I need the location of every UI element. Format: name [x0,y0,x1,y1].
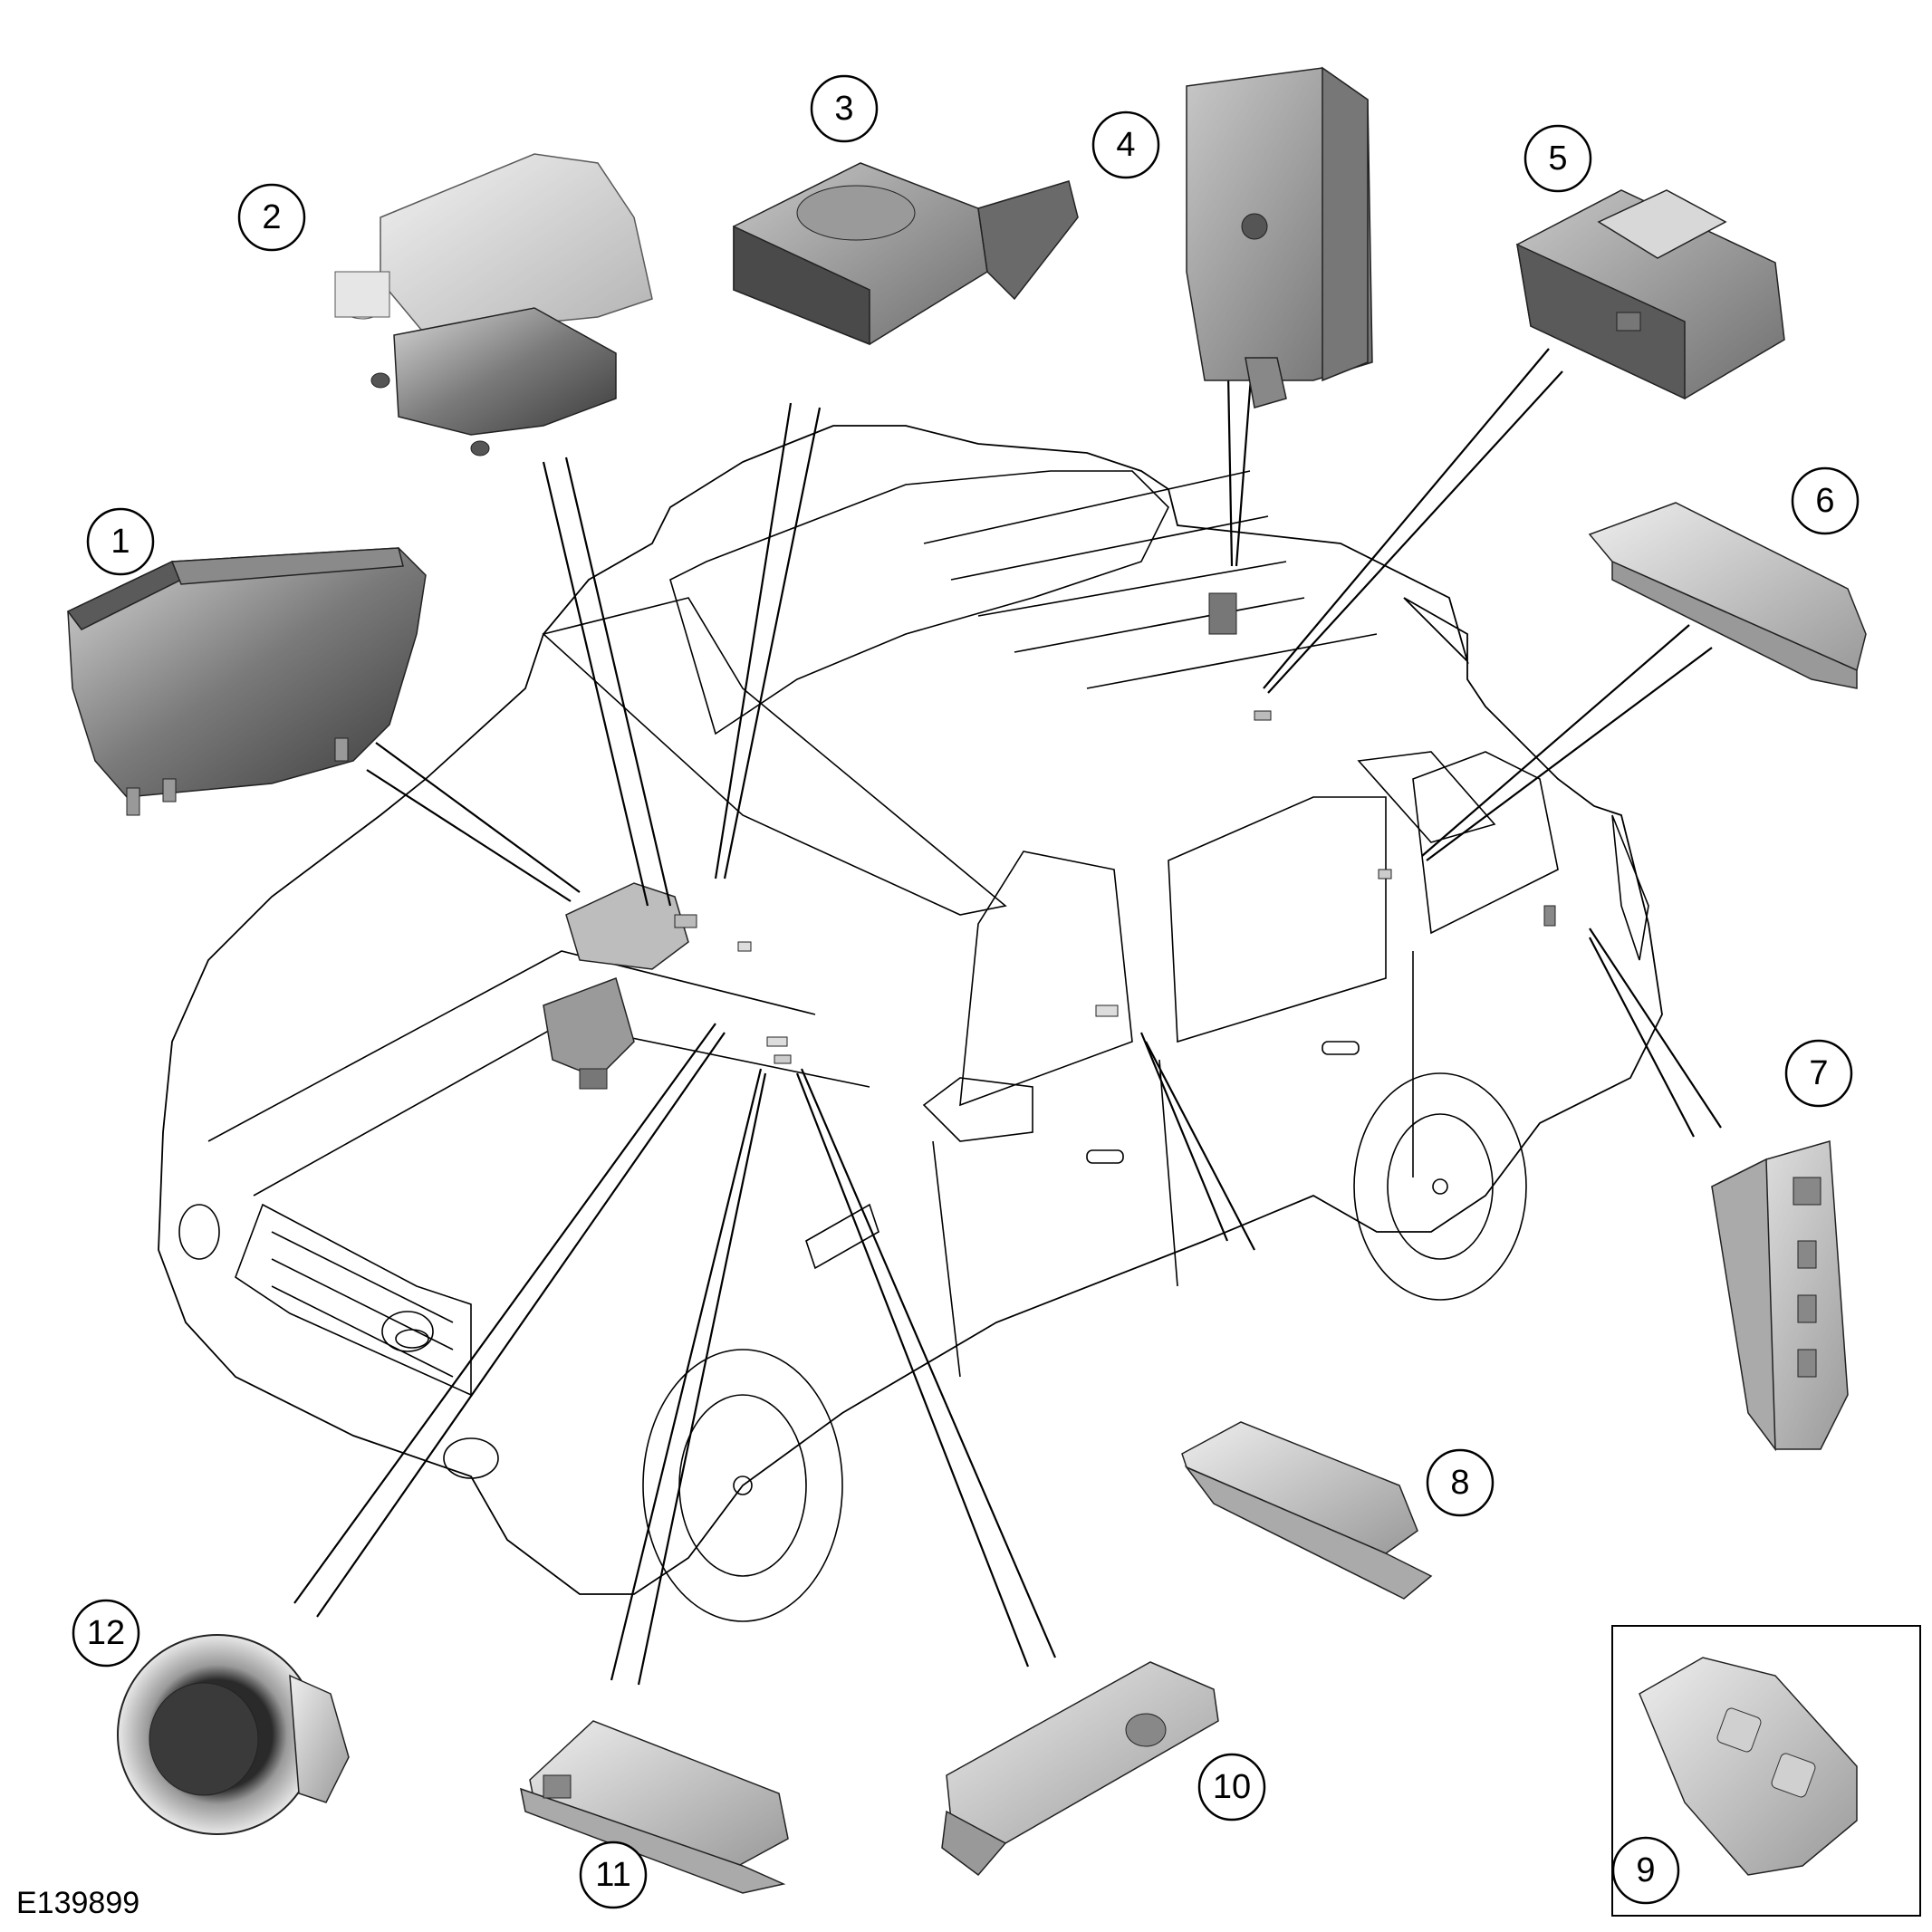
callout-8-label: 8 [1450,1464,1469,1502]
callout-5-label: 5 [1548,139,1567,178]
callout-7-label: 7 [1809,1054,1828,1092]
callout-9-label: 9 [1636,1851,1655,1889]
callout-11: 11 [579,1841,648,1909]
component-6-antenna [1588,502,1867,689]
callout-12-label: 12 [87,1614,125,1652]
callout-6-label: 6 [1815,482,1834,520]
callouts: 1 2 3 4 5 6 7 8 [72,74,1860,1909]
callout-5: 5 [1523,124,1592,193]
component-11-antenna [520,1720,789,1894]
component-3-alarm-sounder [733,162,1079,346]
callout-10: 10 [1197,1753,1266,1821]
component-8-antenna [1181,1421,1433,1600]
callout-7: 7 [1784,1039,1853,1108]
dashboard-module-cluster [543,592,1556,1090]
leader-lines [293,325,1722,1686]
component-12-start-button [117,1634,350,1835]
component-2-steering-lock [334,153,653,457]
callout-2: 2 [237,183,306,252]
callout-3-label: 3 [834,90,853,128]
callout-1: 1 [86,507,155,576]
callout-1-label: 1 [111,523,130,561]
callout-2-label: 2 [262,198,281,236]
component-7-antenna [1711,1140,1849,1452]
component-1-instrument-cluster [66,547,427,816]
callout-12: 12 [72,1599,140,1668]
callout-11-label: 11 [595,1856,630,1894]
callout-6: 6 [1791,466,1860,535]
callout-9: 9 [1611,1836,1680,1905]
vehicle-outline [158,425,1663,1622]
callout-10-label: 10 [1213,1768,1251,1806]
component-5-rf-receiver [1516,189,1785,400]
callout-4: 4 [1091,111,1160,179]
component-4-roof-module [1186,66,1373,409]
callout-3: 3 [810,74,879,143]
callout-4-label: 4 [1116,126,1135,164]
component-10-antenna [941,1661,1219,1877]
figure-id: E139899 [16,1886,139,1920]
callout-8: 8 [1426,1448,1495,1517]
